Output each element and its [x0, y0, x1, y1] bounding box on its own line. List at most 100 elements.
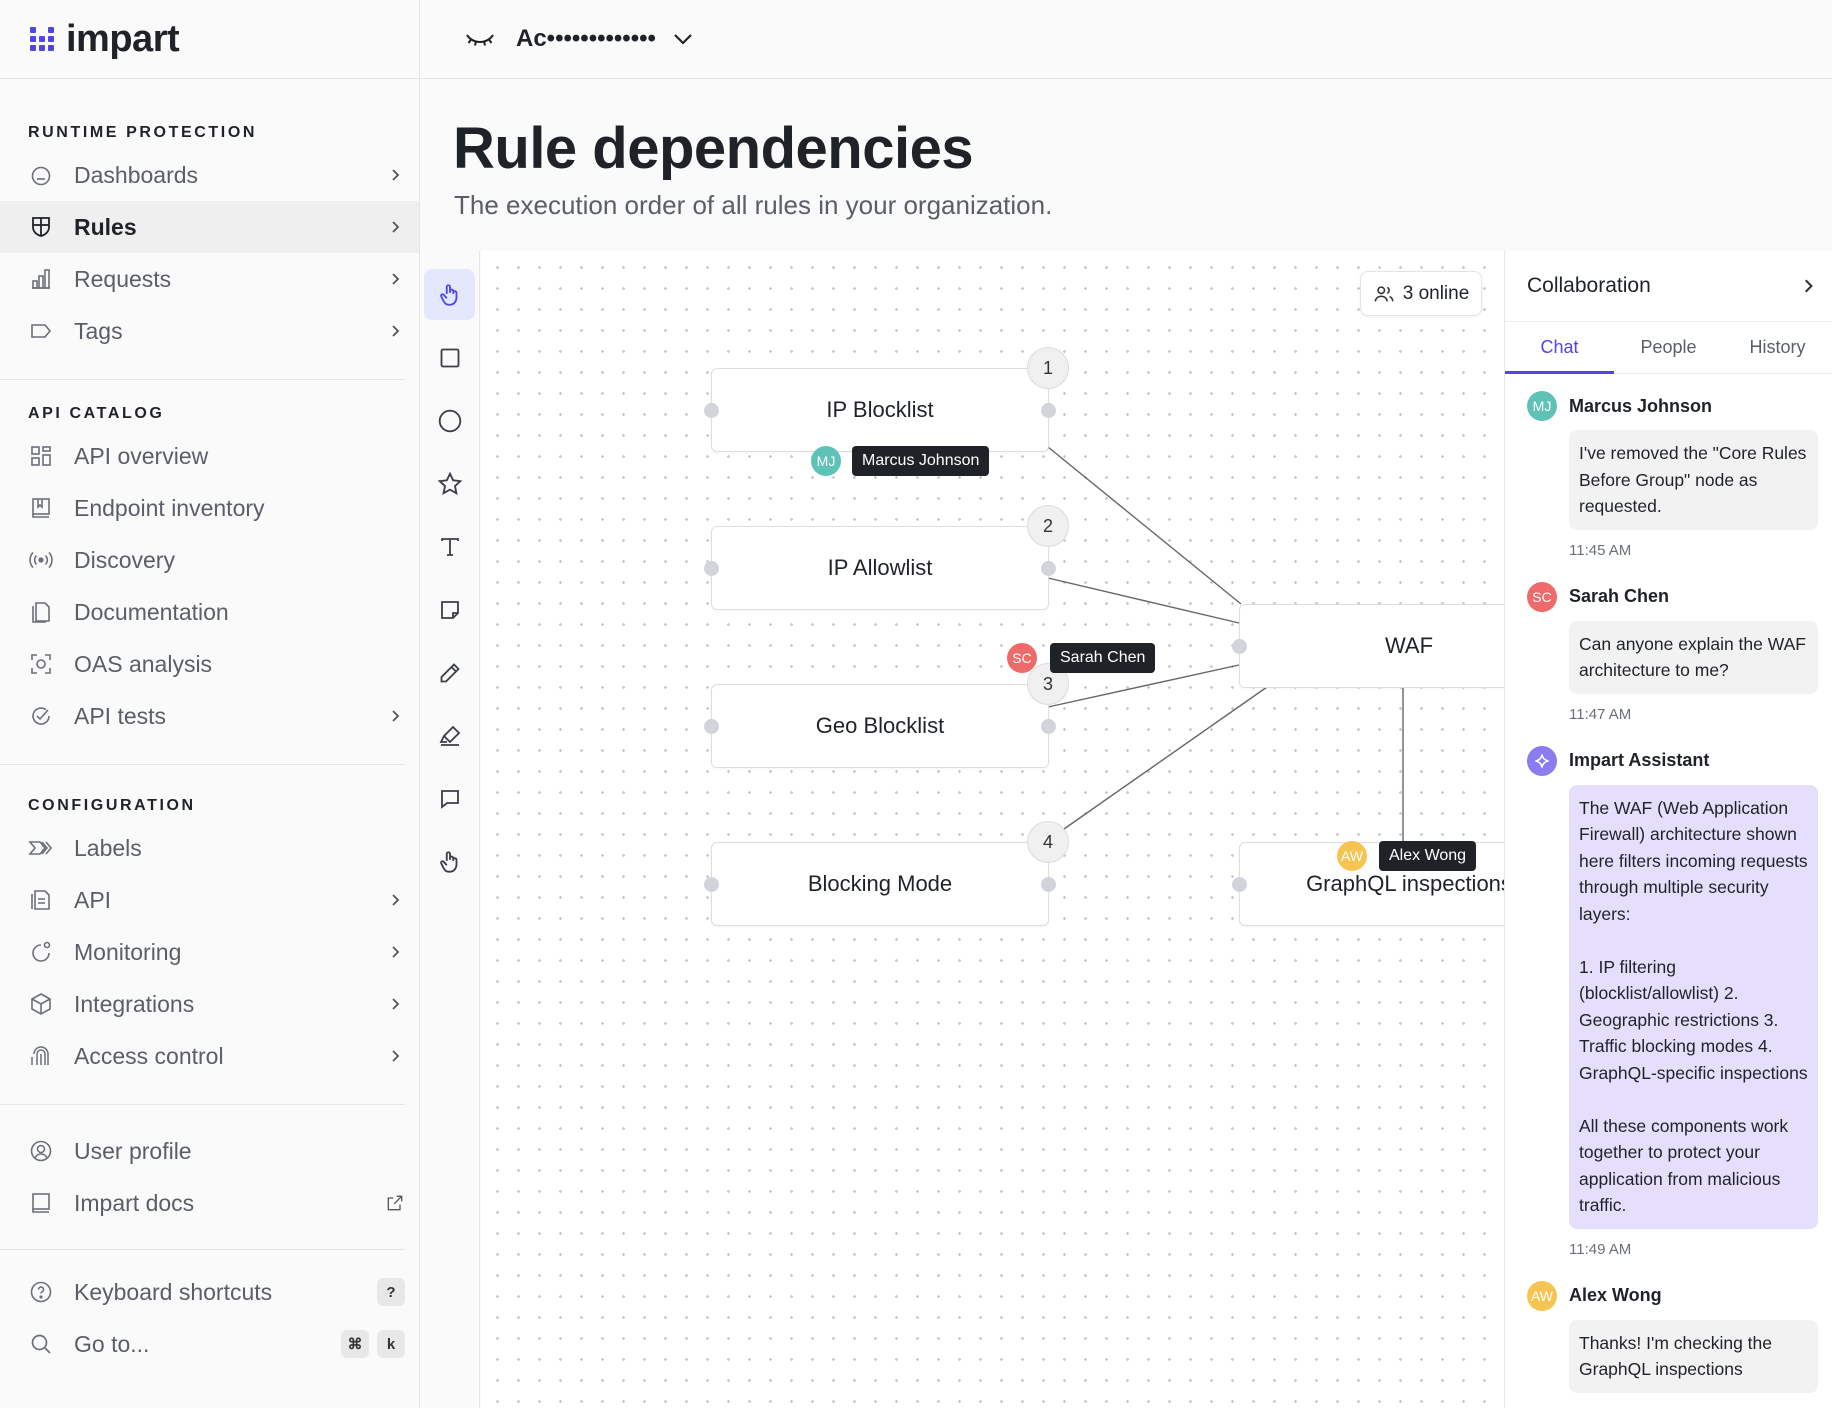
rule-node-graphql-inspections[interactable]: GraphQL inspections: [1239, 842, 1504, 926]
chat-message: AW Alex Wong Thanks! I'm checking the Gr…: [1527, 1280, 1818, 1393]
tab-people[interactable]: People: [1640, 337, 1697, 357]
sidebar-item-api[interactable]: API: [0, 874, 419, 926]
tab-history[interactable]: History: [1749, 337, 1806, 357]
monitoring-icon: [28, 939, 54, 965]
api-doc-icon: [28, 887, 54, 913]
chevron-down-icon[interactable]: [672, 32, 694, 46]
sidebar-item-integrations[interactable]: Integrations: [0, 978, 419, 1030]
sidebar-item-api-overview[interactable]: API overview: [0, 430, 419, 482]
port-in[interactable]: [704, 561, 719, 576]
section-title-api-catalog: API CATALOG: [28, 405, 165, 422]
cursor-label-sarah: Sarah Chen: [1050, 643, 1156, 673]
sidebar-item-access-control[interactable]: Access control: [0, 1030, 419, 1082]
online-users-button[interactable]: 3 online: [1360, 271, 1482, 316]
sidebar-item-label: Dashboards: [74, 161, 199, 188]
divider: [0, 1104, 405, 1105]
sidebar-item-label: Requests: [74, 265, 172, 292]
port-out[interactable]: [1041, 561, 1056, 576]
sidebar-item-label: Integrations: [74, 990, 195, 1017]
node-label: IP Blocklist: [826, 397, 934, 422]
pointer-hand-icon: [439, 283, 457, 306]
tool-comment[interactable]: [424, 773, 475, 824]
tool-circle[interactable]: [424, 395, 475, 446]
users-icon: [1374, 285, 1394, 301]
sidebar-item-tags[interactable]: Tags: [0, 305, 419, 357]
sidebar-item-go-to[interactable]: Go to... ⌘ k: [0, 1318, 419, 1370]
book-icon: [28, 495, 54, 521]
labels-icon: [28, 835, 54, 861]
port-out[interactable]: [1041, 403, 1056, 418]
shortcut-key-cmd: ⌘: [341, 1330, 369, 1358]
avatar: SC: [1527, 581, 1557, 612]
page-subtitle: The execution order of all rules in your…: [454, 190, 1053, 220]
order-badge: 1: [1027, 347, 1069, 389]
sidebar-item-labels[interactable]: Labels: [0, 822, 419, 874]
logo[interactable]: impart: [0, 0, 419, 79]
message-time: 11:45 AM: [1569, 541, 1632, 559]
sidebar-item-documentation[interactable]: Documentation: [0, 586, 419, 638]
rule-node-ip-allowlist[interactable]: IP Allowlist: [711, 526, 1049, 610]
collaboration-header: Collaboration: [1505, 251, 1832, 322]
sidebar-item-dashboards[interactable]: Dashboards: [0, 149, 419, 201]
chevron-right-icon: [385, 165, 405, 185]
shortcut-key: ?: [377, 1278, 405, 1306]
book-icon: [28, 1190, 54, 1216]
tool-star[interactable]: [424, 458, 475, 509]
canvas-toolbar: [420, 251, 480, 1408]
port-out[interactable]: [1041, 877, 1056, 892]
chevron-right-icon[interactable]: [1800, 278, 1816, 294]
chevron-right-icon: [385, 321, 405, 341]
rule-node-blocking-mode[interactable]: Blocking Mode: [711, 842, 1049, 926]
sidebar-item-rules[interactable]: Rules: [0, 201, 419, 253]
sidebar-item-endpoint-inventory[interactable]: Endpoint inventory: [0, 482, 419, 534]
account-selector[interactable]: Ac•••••••••••••: [516, 25, 656, 52]
order-badge: 2: [1027, 505, 1069, 547]
tool-pan[interactable]: [424, 836, 475, 887]
sticky-note-icon: [440, 600, 459, 619]
eye-closed-icon[interactable]: [464, 27, 496, 51]
sidebar-item-label: Go to...: [74, 1330, 150, 1357]
online-count: 3 online: [1402, 282, 1470, 304]
rule-node-geo-blocklist[interactable]: Geo Blocklist: [711, 684, 1049, 768]
rule-canvas[interactable]: 3 online IP Blocklist 1 IP Allowlist 2 G…: [481, 251, 1504, 1408]
sidebar-item-requests[interactable]: Requests: [0, 253, 419, 305]
tool-text[interactable]: [424, 521, 475, 572]
sidebar-item-label: Access control: [74, 1042, 224, 1069]
port-out[interactable]: [1041, 719, 1056, 734]
rule-node-waf[interactable]: WAF: [1239, 604, 1504, 688]
broadcast-icon: [28, 547, 54, 573]
sidebar-item-label: User profile: [74, 1137, 192, 1164]
sidebar-item-label: OAS analysis: [74, 650, 213, 677]
port-in[interactable]: [704, 719, 719, 734]
order-badge: 4: [1027, 821, 1069, 863]
tool-sticky-note[interactable]: [424, 584, 475, 635]
message-author: Sarah Chen: [1569, 586, 1670, 606]
divider: [0, 379, 405, 380]
tool-hand-pointer[interactable]: [424, 269, 475, 320]
sidebar-item-api-tests[interactable]: API tests: [0, 690, 419, 742]
search-icon: [28, 1331, 54, 1357]
tool-pencil[interactable]: [424, 647, 475, 698]
sidebar-item-discovery[interactable]: Discovery: [0, 534, 419, 586]
collaboration-panel: Collaboration Chat People History MJ Mar…: [1504, 251, 1832, 1408]
port-in[interactable]: [704, 877, 719, 892]
tool-rectangle[interactable]: [424, 332, 475, 383]
sidebar-item-oas-analysis[interactable]: OAS analysis: [0, 638, 419, 690]
sidebar-item-monitoring[interactable]: Monitoring: [0, 926, 419, 978]
port-in[interactable]: [1232, 639, 1247, 654]
brand-name: impart: [66, 17, 180, 60]
tab-chat[interactable]: Chat: [1505, 322, 1614, 374]
avatar: AW: [1527, 1280, 1557, 1311]
chevron-right-icon: [385, 217, 405, 237]
sidebar-item-impart-docs[interactable]: Impart docs: [0, 1177, 419, 1229]
chevron-right-icon: [385, 994, 405, 1014]
tool-highlighter[interactable]: [424, 710, 475, 761]
circle-icon: [438, 409, 461, 432]
rule-node-ip-blocklist[interactable]: IP Blocklist: [711, 368, 1049, 452]
port-in[interactable]: [1232, 877, 1247, 892]
sidebar-item-keyboard-shortcuts[interactable]: Keyboard shortcuts ?: [0, 1266, 419, 1318]
port-in[interactable]: [704, 403, 719, 418]
collaboration-title: Collaboration: [1527, 274, 1651, 297]
sidebar-item-user-profile[interactable]: User profile: [0, 1125, 419, 1177]
chat-messages: MJ Marcus Johnson I've removed the "Core…: [1505, 374, 1832, 1393]
